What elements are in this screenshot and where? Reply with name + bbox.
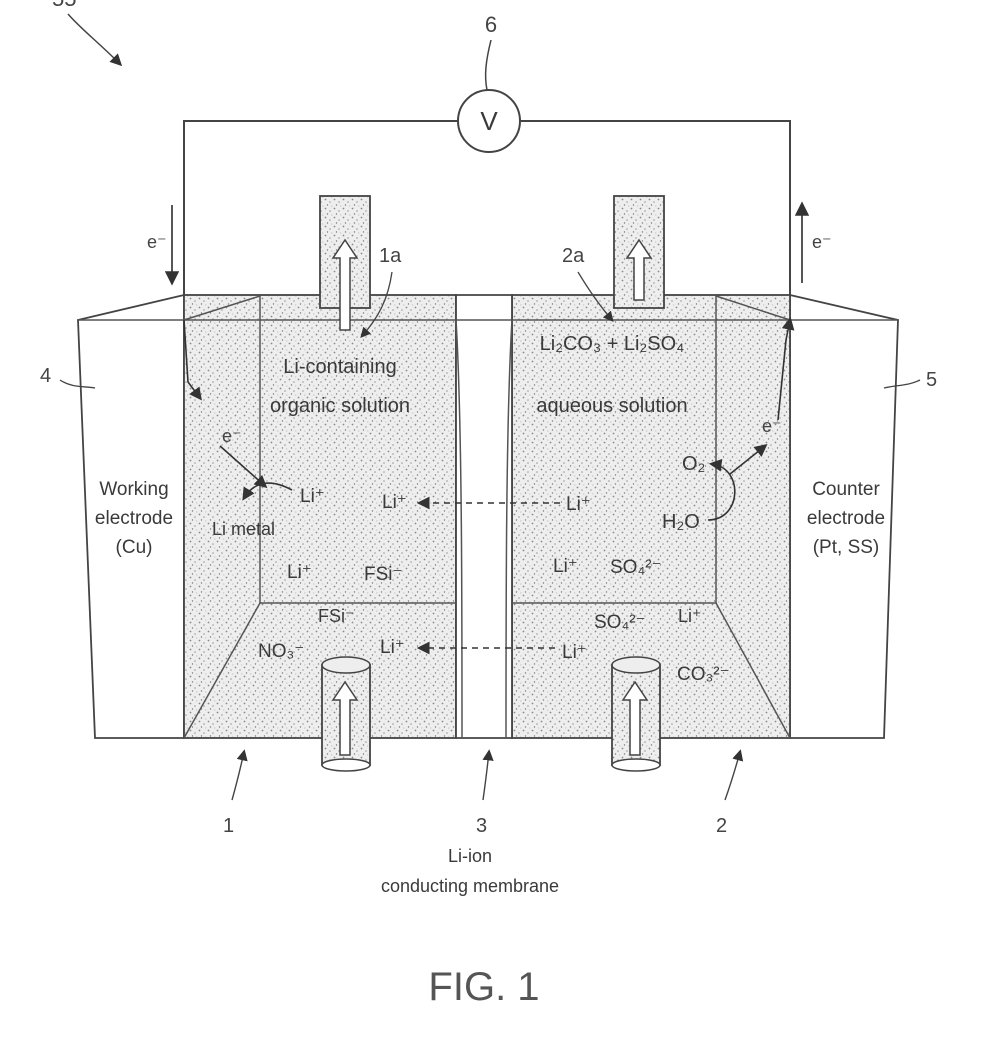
left-chamber-ref: 1: [223, 815, 234, 837]
left-ion-li-c: Li⁺: [287, 562, 312, 583]
right-ion-li-d: Li⁺: [562, 642, 587, 663]
electron-label-left: e⁻: [147, 232, 167, 252]
right-chamber-ref: 2: [716, 815, 727, 837]
left-ion-no3: NO₃⁻: [258, 641, 304, 662]
li-metal-label: Li metal: [212, 519, 275, 539]
membrane-ref: 3: [476, 815, 487, 837]
right-ion-h2o: H₂O: [662, 511, 700, 533]
left-ion-fsi-b: FSi⁻: [318, 606, 355, 626]
left-ion-fsi-a: FSi⁻: [364, 564, 403, 585]
counter-electrode-line3: (Pt, SS): [813, 537, 880, 558]
right-chamber-ref-arrow: [725, 752, 740, 800]
inner-electron-label-left: e⁻: [222, 426, 242, 446]
right-solution-line1: Li₂CO₃ + Li₂SO₄: [540, 333, 685, 355]
left-solution-ref: 1a: [379, 245, 402, 267]
figure-caption: FIG. 1: [428, 965, 539, 1009]
counter-electrode-line1: Counter: [812, 479, 880, 500]
right-ion-o2: O₂: [682, 453, 705, 475]
left-ion-li-d: Li⁺: [380, 637, 405, 658]
voltmeter-ref-label: 6: [485, 12, 497, 37]
left-solution-line2: organic solution: [270, 395, 410, 417]
counter-electrode-line2: electrode: [807, 508, 885, 529]
right-ion-li-b: Li⁺: [553, 556, 578, 577]
membrane-label-line2: conducting membrane: [381, 876, 559, 896]
working-electrode-line1: Working: [99, 479, 168, 500]
left-ion-li-b: Li⁺: [382, 492, 407, 513]
left-ion-li-a: Li⁺: [300, 486, 325, 507]
system-ref-arrow: [68, 14, 120, 64]
right-ion-so4-b: SO₄²⁻: [594, 612, 646, 633]
right-ion-so4-a: SO₄²⁻: [610, 557, 662, 578]
right-solution-ref: 2a: [562, 245, 585, 267]
membrane-ref-arrow: [483, 752, 489, 800]
counter-electrode-ref: 5: [926, 369, 937, 391]
working-electrode-ref: 4: [40, 365, 51, 387]
system-ref-label: 55: [52, 0, 76, 11]
right-ion-co3: CO₃²⁻: [677, 664, 730, 685]
left-chamber-ref-arrow: [232, 752, 244, 800]
right-solution-line2: aqueous solution: [536, 395, 687, 417]
right-ion-li-c: Li⁺: [678, 606, 702, 626]
voltmeter-symbol: V: [480, 106, 498, 136]
membrane: [456, 295, 512, 738]
voltmeter-ref-leader: [486, 40, 491, 90]
right-ion-li-a: Li⁺: [566, 494, 591, 515]
membrane-label-line1: Li-ion: [448, 846, 492, 866]
working-electrode-line3: (Cu): [116, 537, 153, 558]
left-solution-line1: Li-containing: [283, 356, 396, 378]
electron-label-right: e⁻: [812, 232, 832, 252]
working-electrode-line2: electrode: [95, 508, 173, 529]
